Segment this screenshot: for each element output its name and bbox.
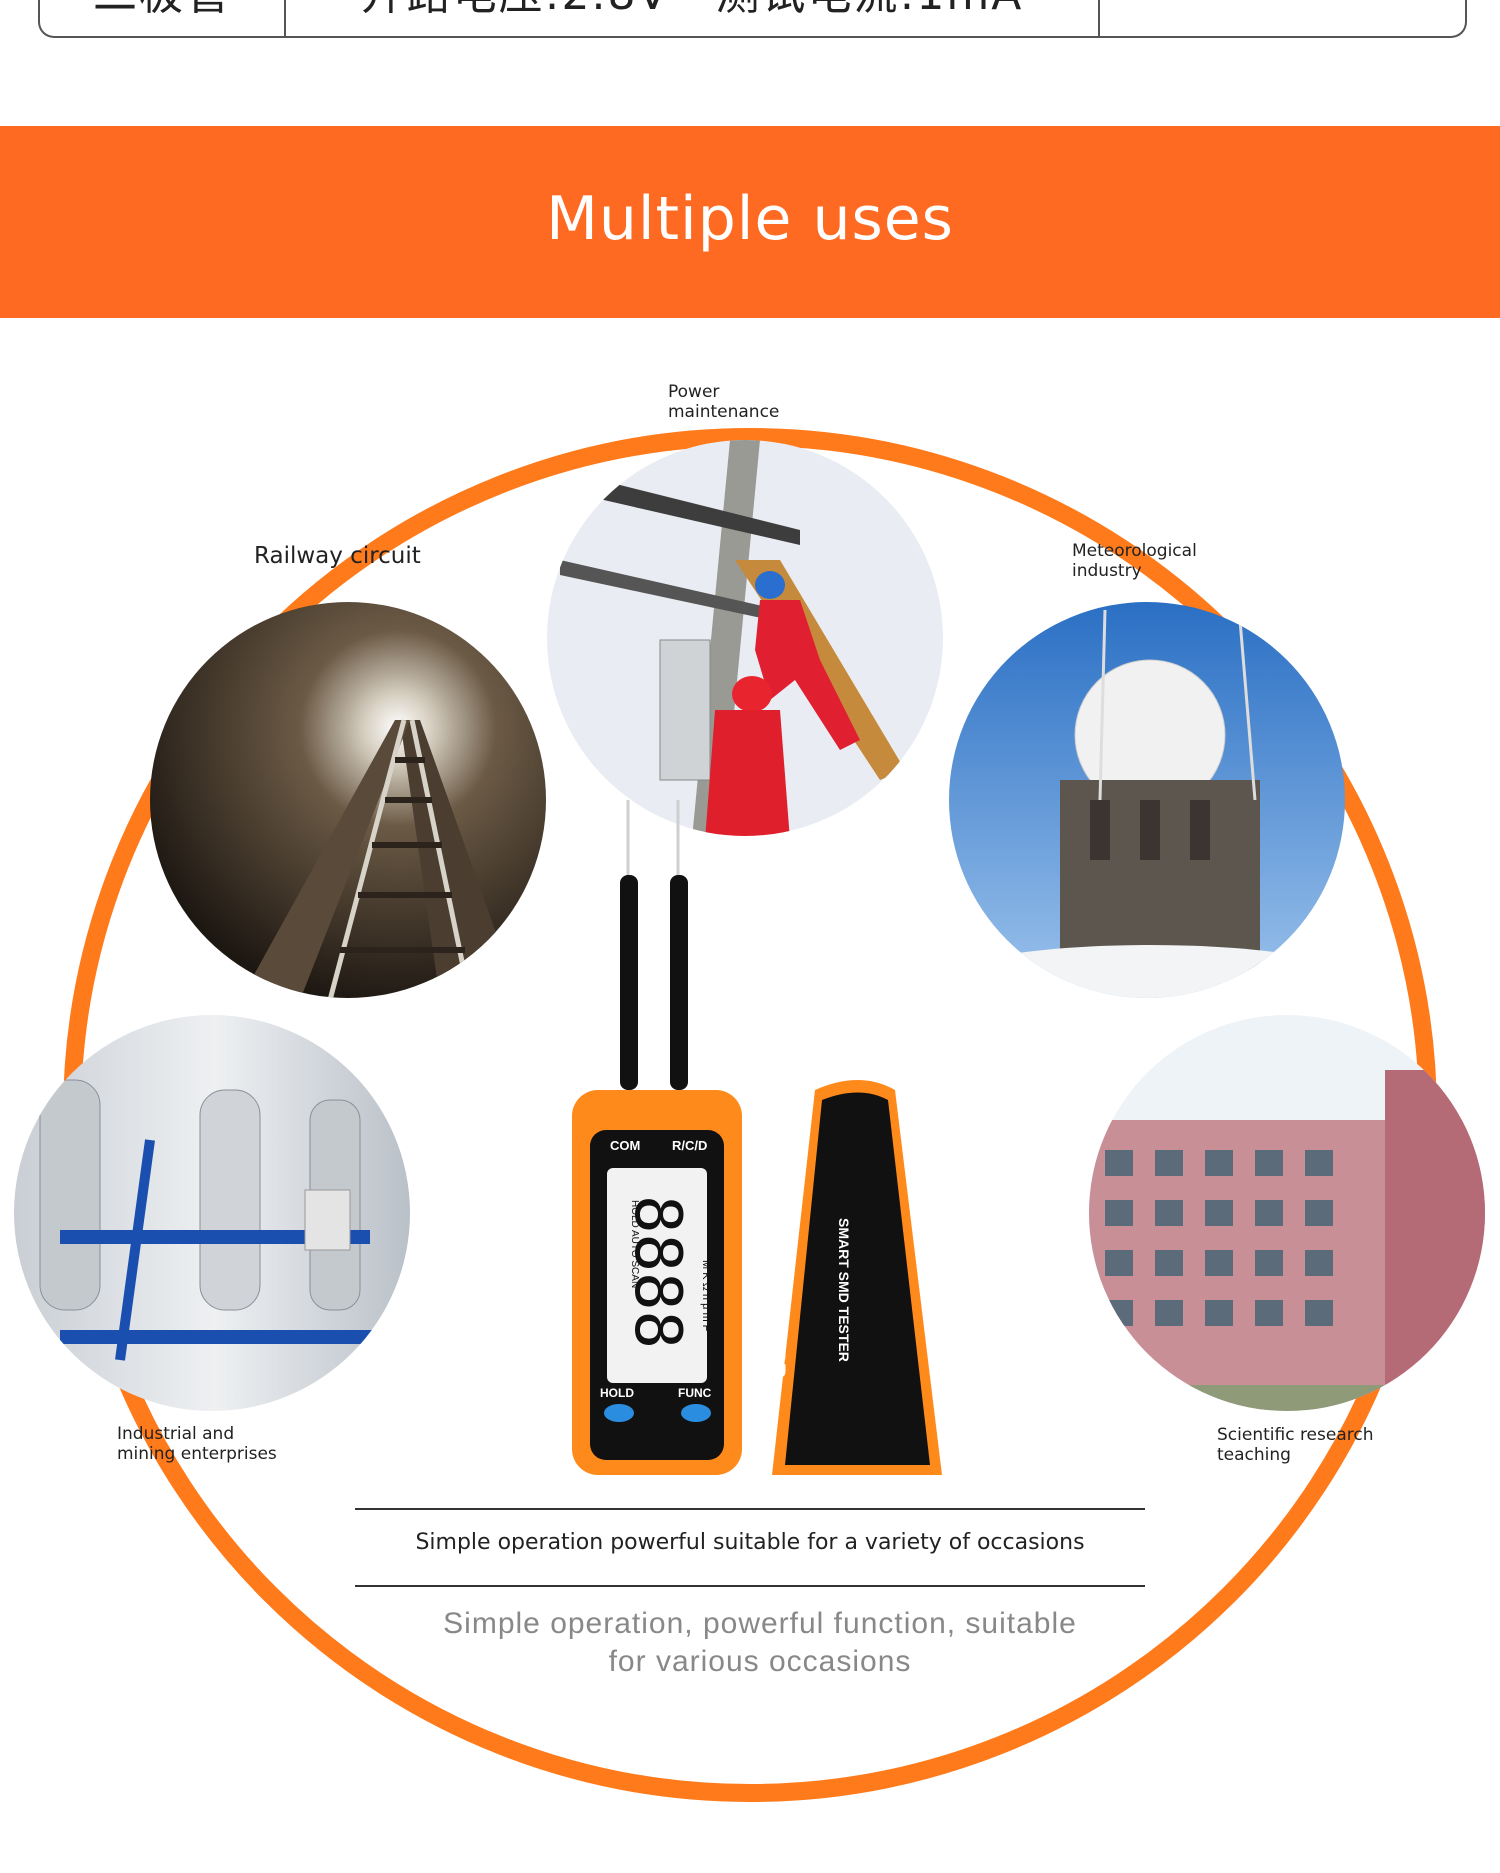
- tagline-rule-bottom: [355, 1585, 1145, 1587]
- meteorological-industry-image: [949, 602, 1345, 998]
- section-banner: Multiple uses: [0, 126, 1500, 318]
- railway-circuit-image: [150, 602, 546, 998]
- spec-table-cell-value: 开路电压:2.8V 测试电流:1mA: [286, 0, 1100, 36]
- use-label-meteorological: Meteorological industry: [1072, 541, 1197, 581]
- hold-button-label: HOLD: [600, 1386, 634, 1400]
- brand-label: VICTOR 6013B: [765, 1225, 790, 1379]
- spec-table-row: 二极管 开路电压:2.8V 测试电流:1mA: [38, 0, 1467, 38]
- section-title: Multiple uses: [546, 184, 954, 254]
- tester-device: [572, 1090, 742, 1475]
- probe-left: [620, 875, 638, 1090]
- func-button[interactable]: [681, 1404, 711, 1422]
- probe-right: [670, 875, 688, 1090]
- lcd-mode-indicators: HOLD AUTO SCAN: [629, 1200, 640, 1289]
- spec-table-cell-name: 二极管: [40, 0, 286, 36]
- use-label-scientific: Scientific research teaching: [1217, 1425, 1374, 1465]
- lcd-unit-indicators: M K Ω n μ m F: [700, 1260, 712, 1332]
- port-com-label: COM: [610, 1138, 641, 1153]
- use-label-industrial: Industrial and mining enterprises: [117, 1424, 277, 1464]
- func-button-label: FUNC: [678, 1386, 712, 1400]
- use-label-railway: Railway circuit: [254, 543, 421, 569]
- industrial-mining-image: [14, 1015, 410, 1411]
- tagline: Simple operation powerful suitable for a…: [415, 1530, 1085, 1555]
- power-maintenance-image: [547, 440, 943, 836]
- tagline-rule-top: [355, 1508, 1145, 1510]
- model-label: SMART SMD TESTER: [836, 1218, 852, 1362]
- port-rcd-label: R/C/D: [672, 1138, 708, 1153]
- use-label-power: Power maintenance: [668, 382, 780, 422]
- tester-cap: [772, 1080, 942, 1475]
- subtitle: Simple operation, powerful function, sui…: [443, 1607, 1077, 1678]
- hold-button[interactable]: [604, 1404, 634, 1422]
